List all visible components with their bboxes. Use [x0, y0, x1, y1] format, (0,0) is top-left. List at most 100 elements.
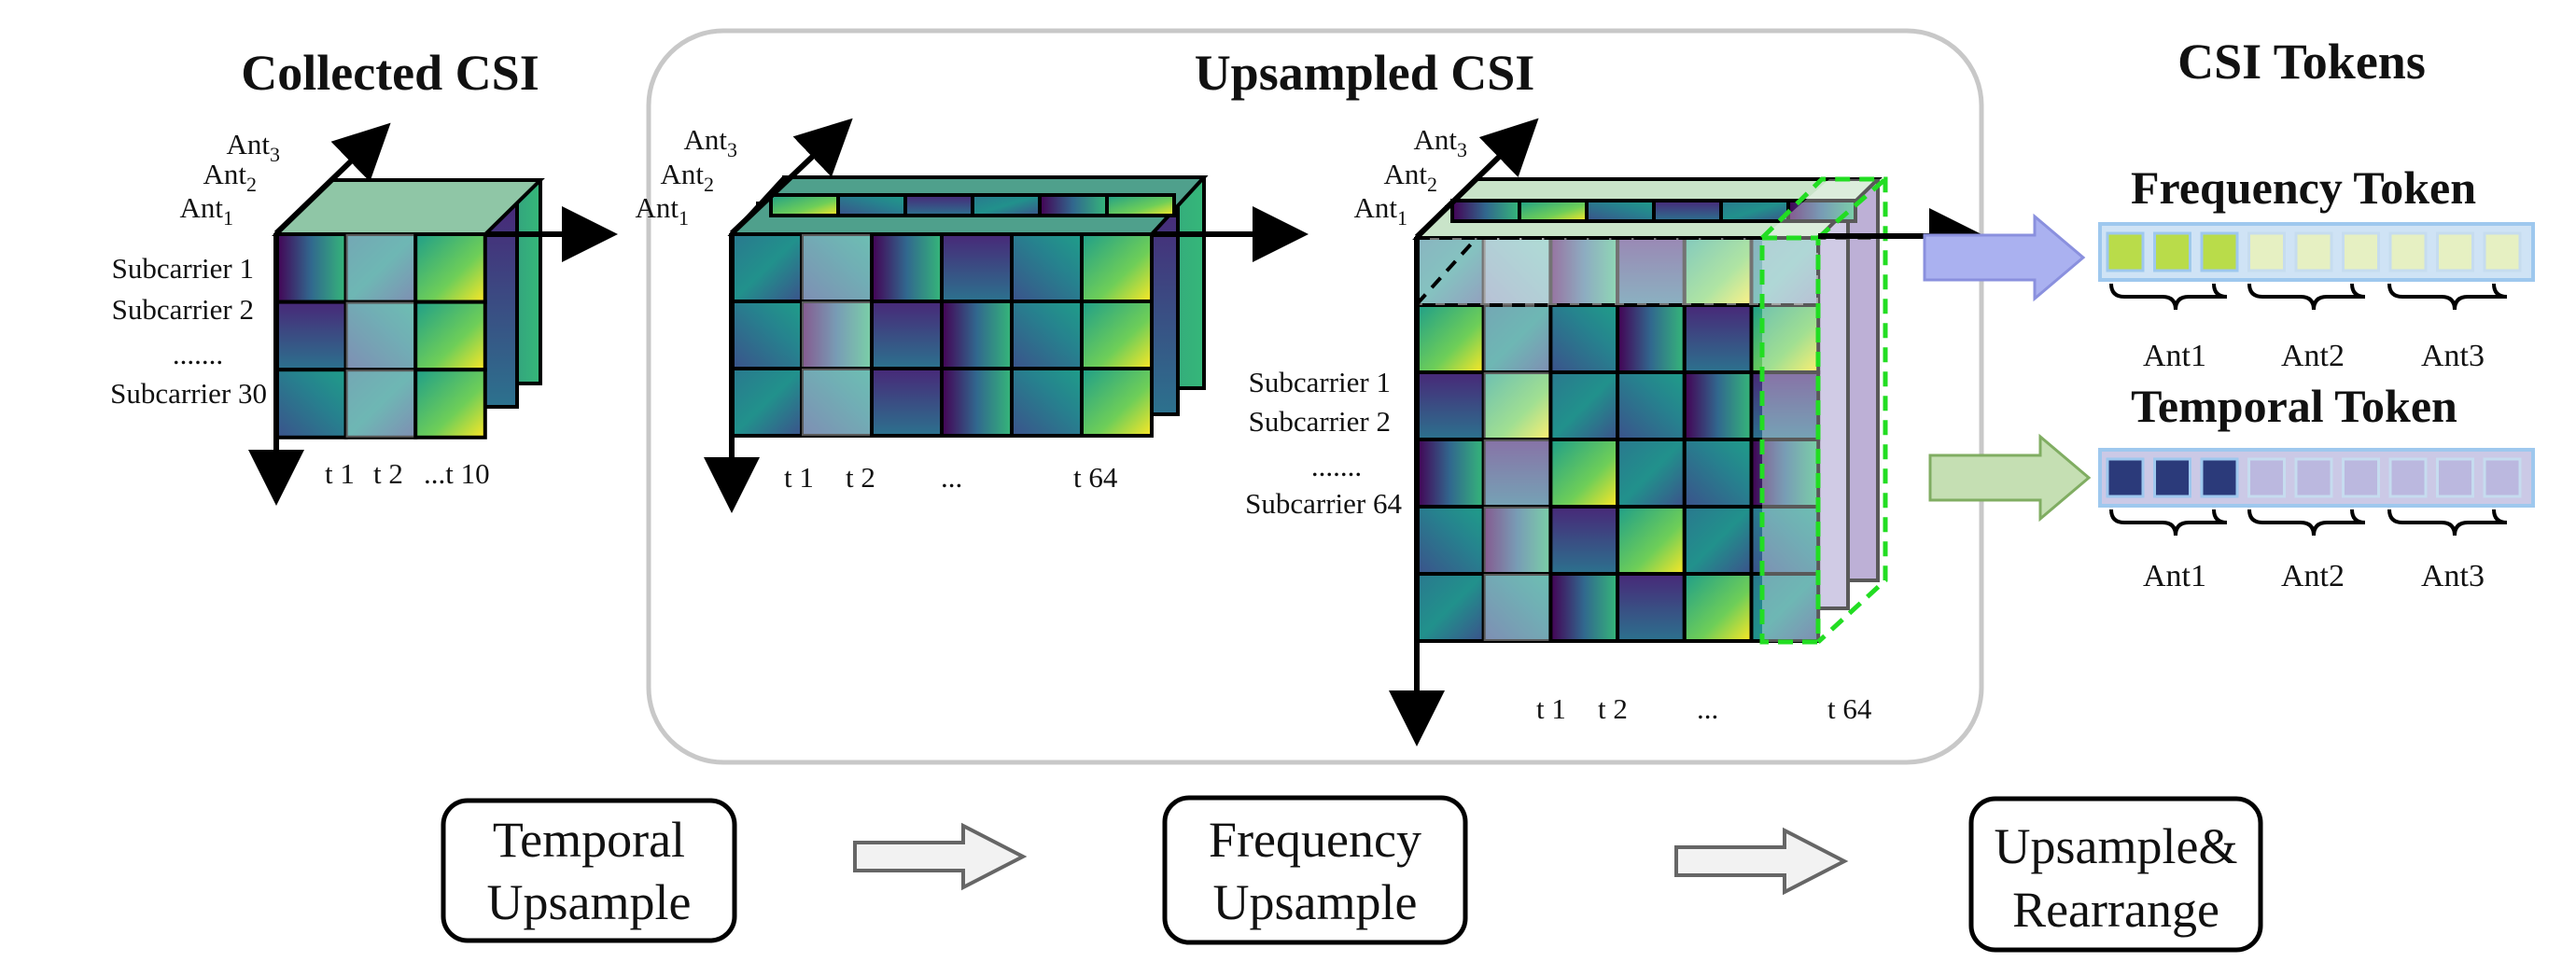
csi-cell — [1080, 367, 1154, 438]
csi-cell — [1548, 303, 1620, 374]
csi-cell — [1585, 199, 1656, 223]
csi-cell — [1481, 438, 1553, 509]
token-group-label: Ant1 — [2143, 339, 2206, 373]
upsampled-right-time-labels: t 1 t 2 ... t 64 — [1536, 692, 1872, 725]
svg-text:Ant2: Ant2 — [2281, 339, 2345, 373]
highlight-overlay — [1483, 372, 1551, 439]
upsampled-right-antenna-labels: Ant3 Ant2 Ant1 — [1354, 123, 1468, 230]
step-line-2: Rearrange — [2012, 882, 2219, 938]
time-label: t 1 — [1536, 692, 1566, 725]
brace — [2109, 283, 2228, 311]
svg-text:Ant2: Ant2 — [661, 158, 715, 196]
svg-text:Ant2: Ant2 — [203, 158, 258, 196]
highlight-overlay — [802, 301, 872, 369]
highlight-overlay — [1483, 305, 1551, 372]
token-cell — [2388, 231, 2428, 272]
upsampled-frame — [646, 28, 1984, 765]
brace — [2387, 283, 2508, 311]
csi-cell — [1010, 367, 1084, 438]
collected-csi-title: Collected CSI — [241, 45, 539, 101]
token-cell — [2153, 231, 2191, 272]
csi-cell — [1548, 438, 1620, 509]
step-frequency-upsample: Frequency Upsample — [1162, 795, 1468, 945]
svg-text:Ant2: Ant2 — [1384, 158, 1438, 196]
upsampled-csi-title: Upsampled CSI — [1195, 45, 1535, 101]
csi-cell — [1010, 232, 1084, 303]
token-cell — [2342, 231, 2380, 272]
brace — [2109, 509, 2228, 537]
csi-cell — [1616, 303, 1687, 374]
upsampled-mid-antenna-labels: Ant3 Ant2 Ant1 — [636, 123, 738, 230]
token-cell — [2388, 457, 2428, 498]
subcarrier-label: Subcarrier 2 — [1249, 405, 1391, 438]
temporal-token-groups: Ant1 Ant2 Ant3 — [2143, 559, 2485, 593]
csi-cell — [413, 232, 487, 304]
csi-cell — [1616, 572, 1687, 643]
step-arrow-1 — [853, 822, 1028, 891]
csi-cell — [1038, 193, 1109, 217]
highlight-overlay — [1483, 507, 1551, 574]
svg-text:Ant2: Ant2 — [2281, 559, 2345, 593]
svg-text:Ant1: Ant1 — [636, 191, 690, 230]
collected-time-labels: t 1 t 2 ...t 10 — [325, 457, 490, 490]
highlight-overlay — [1483, 574, 1551, 641]
csi-cell — [1682, 370, 1754, 441]
step-line-1: Upsample& — [1995, 818, 2238, 874]
csi-cell — [1415, 572, 1486, 643]
token-cell — [2200, 231, 2239, 272]
token-cell — [2153, 457, 2191, 498]
time-label: t 2 — [846, 461, 875, 494]
subcarrier-label: Subcarrier 2 — [112, 293, 254, 326]
csi-cell — [1548, 572, 1620, 643]
time-label: ... — [941, 461, 962, 494]
highlight-overlay — [802, 369, 872, 436]
frequency-token-groups: Ant1 Ant2 Ant3 — [2143, 339, 2485, 373]
time-label: t 64 — [1073, 461, 1118, 494]
time-label: t 64 — [1827, 692, 1872, 725]
token-cell — [2436, 457, 2474, 498]
csi-cell — [1415, 438, 1486, 509]
token-cell — [2106, 457, 2145, 498]
csi-cell — [1548, 505, 1620, 576]
token-cell — [2436, 231, 2474, 272]
csi-cell — [836, 193, 907, 217]
collected-axes — [248, 122, 618, 506]
csi-cell — [413, 300, 487, 372]
token-cell — [2247, 457, 2286, 498]
csi-cell — [413, 368, 487, 439]
upsampled-temporal-cube — [727, 175, 1209, 438]
highlight-overlay — [802, 234, 872, 301]
svg-text:Ant3: Ant3 — [2421, 559, 2485, 593]
upsampled-mid-axes — [704, 118, 1309, 513]
csi-cell — [1682, 572, 1754, 643]
csi-cell — [870, 232, 944, 303]
csi-cell — [730, 232, 804, 303]
csi-cell — [1415, 505, 1486, 576]
token-cell — [2247, 231, 2286, 272]
csi-cell — [870, 367, 944, 438]
csi-cell — [730, 367, 804, 438]
step-temporal-upsample: Temporal Upsample — [441, 798, 737, 943]
csi-cell — [1719, 199, 1790, 223]
time-label: ...t 10 — [424, 457, 490, 490]
token-braces — [2109, 283, 2508, 537]
upsampled-mid-time-labels: t 1 t 2 ... t 64 — [784, 461, 1118, 494]
token-group-label: Ant3 — [2421, 559, 2485, 593]
collected-csi-cube — [272, 178, 545, 439]
highlight-overlay — [345, 369, 416, 438]
subcarrier-label: ....... — [173, 338, 223, 370]
subcarrier-label: Subcarrier 30 — [110, 377, 267, 410]
time-label: t 1 — [325, 457, 355, 490]
csi-cell — [730, 300, 804, 370]
temporal-token-arrow — [1928, 433, 2092, 523]
csi-cell — [274, 232, 348, 304]
csi-cell — [1682, 303, 1754, 374]
csi-cell — [940, 300, 1014, 370]
svg-text:Ant3: Ant3 — [2421, 339, 2485, 373]
token-cell — [2342, 457, 2380, 498]
svg-text:Ant1: Ant1 — [180, 191, 234, 230]
token-group-label: Ant2 — [2281, 559, 2345, 593]
step-line-2: Upsample — [1213, 874, 1418, 930]
token-group-label: Ant2 — [2281, 339, 2345, 373]
